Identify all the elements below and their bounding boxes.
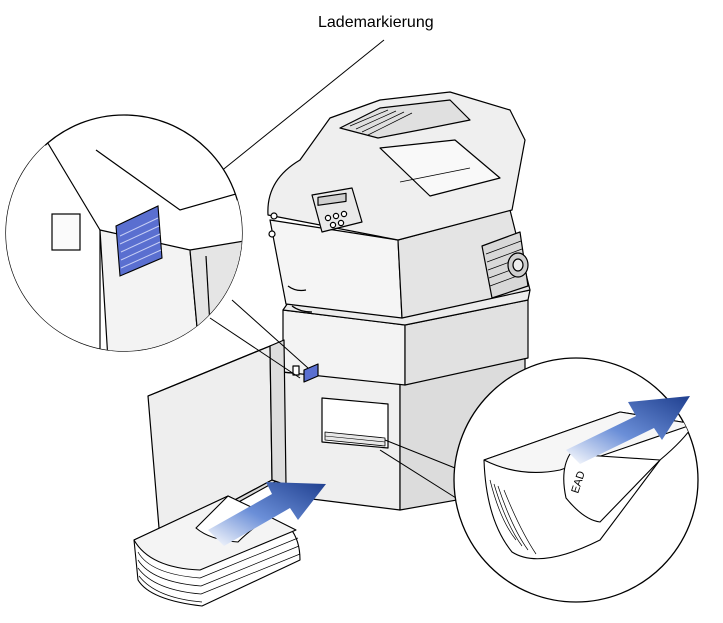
panel-button: [340, 210, 348, 218]
callout-label-load-mark: Lademarkierung: [318, 14, 434, 31]
panel-button: [329, 221, 337, 229]
zoom-envelope-flap: [563, 453, 661, 523]
panel-button: [332, 212, 340, 220]
panel-display: [317, 192, 347, 206]
load-mark-small: [303, 363, 319, 383]
door-frame: [269, 339, 287, 486]
panel-button: [324, 214, 332, 222]
panel-button: [337, 219, 345, 227]
top-vent-ridge: [339, 99, 471, 139]
zoom-circle-load-mark: [5, 114, 243, 352]
frame-button-large-icon: [51, 213, 81, 251]
insert-arrow-left: [208, 482, 326, 546]
output-bin: [379, 139, 501, 197]
zoom-circle-envelope-insert: EAD: [453, 357, 699, 603]
side-vent: [481, 231, 529, 299]
insert-arrow-right: [566, 396, 690, 464]
load-mark-zoomed: [115, 205, 163, 277]
